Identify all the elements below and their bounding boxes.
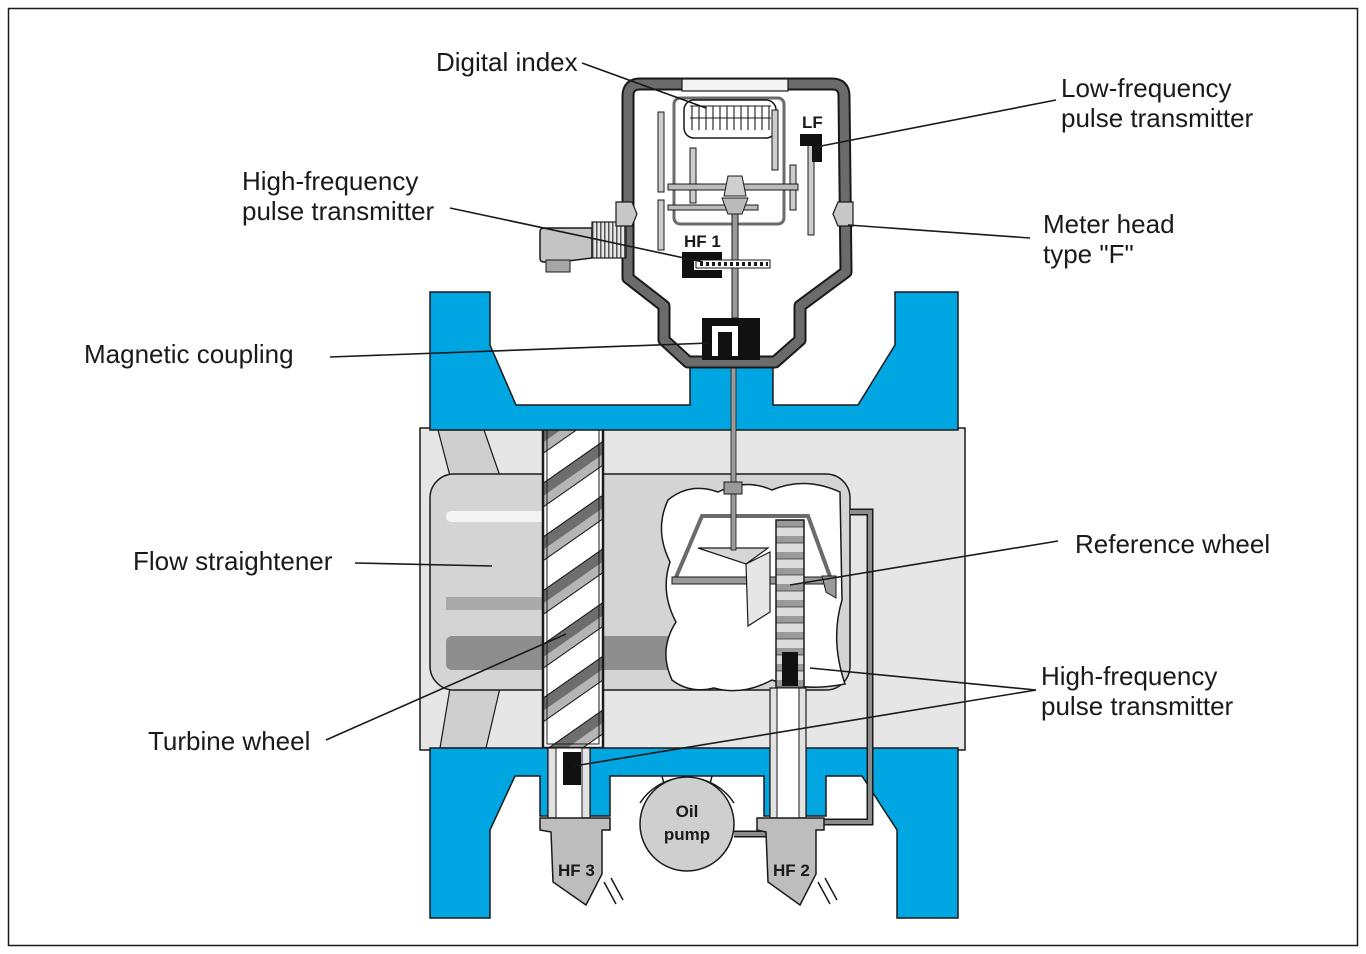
tag-hf3: HF 3 [558, 861, 595, 880]
hf3-cable-icon [603, 877, 624, 905]
tag-lf: LF [802, 113, 823, 132]
hf1-connector-foot [545, 259, 571, 273]
counter-drums [690, 105, 771, 130]
label-lf-transmitter-line1: Low-frequency [1061, 73, 1232, 103]
magnetic-coupling-core [718, 332, 732, 356]
lower-flange-right [805, 747, 959, 919]
label-digital-index: Digital index [436, 47, 578, 77]
straightener-highlight [446, 511, 546, 522]
meter-head-wall [623, 79, 851, 367]
label-magnetic-coupling: Magnetic coupling [84, 339, 294, 369]
hf3-sensor-head [563, 752, 581, 785]
label-hf-transmitter-body-line2: pulse transmitter [1041, 691, 1234, 721]
leader-meter-head [847, 224, 1031, 239]
gear-wheel-left-lower [657, 199, 665, 251]
drive-shaft [730, 359, 737, 551]
head-bevel-gear [721, 197, 749, 215]
label-lf-transmitter-line2: pulse transmitter [1061, 103, 1254, 133]
tag-oil-pump-line2: pump [664, 825, 710, 844]
head-bevel-gear-top [723, 175, 747, 197]
head-bolt-left [615, 201, 638, 227]
hf1-connector-body [539, 227, 593, 263]
leader-hf3-transmitter [573, 689, 1037, 767]
upper-flange [429, 291, 959, 431]
gear-wheel-left-upper [657, 111, 665, 193]
gear-shaft-lower [667, 204, 759, 211]
leader-hf2-transmitter [809, 667, 1037, 691]
label-turbine-wheel: Turbine wheel [148, 726, 310, 756]
hf3-connector [539, 817, 611, 907]
head-bolt-right [832, 201, 854, 227]
hf2-cable-icon [817, 877, 838, 905]
straightener-channel [446, 597, 546, 610]
label-hf-transmitter-body-line1: High-frequency [1041, 661, 1217, 691]
label-hf-transmitter-head-line1: High-frequency [242, 166, 418, 196]
lf-sensor [800, 134, 822, 162]
hf1-sensor [682, 252, 722, 278]
gear-wheel-inner-left [689, 147, 697, 204]
gear-wheel-inner-right [771, 109, 779, 171]
label-meter-head-line2: type "F" [1043, 239, 1134, 269]
bevel-gear-side [745, 551, 771, 628]
meter-head-window [681, 78, 789, 92]
hf2-connector [756, 817, 825, 907]
axle-end-cap [821, 575, 837, 599]
oil-pump [639, 776, 735, 872]
gear-frame [672, 514, 834, 583]
leader-reference-wheel [789, 540, 1059, 586]
label-meter-head-line1: Meter head [1043, 209, 1175, 239]
tag-oil-pump-line1: Oil [676, 802, 699, 821]
leader-digital-index [581, 62, 707, 109]
leader-lf-transmitter [815, 99, 1057, 148]
leader-magnetic-coupling [329, 342, 711, 358]
leader-flow-straightener [354, 562, 493, 567]
oil-line-core [734, 510, 872, 836]
hf2-sensor-head [782, 652, 798, 686]
mechanism-frame [672, 96, 786, 226]
leader-hf-transmitter-head [449, 207, 704, 263]
label-hf-transmitter-head-line2: pulse transmitter [242, 196, 435, 226]
tag-hf2: HF 2 [773, 861, 810, 880]
shaft-cap [723, 481, 743, 495]
tag-hf1: HF 1 [684, 232, 721, 251]
label-flow-straightener: Flow straightener [133, 546, 333, 576]
label-reference-wheel: Reference wheel [1075, 529, 1270, 559]
hf2-stem-bore [776, 687, 800, 819]
leader-turbine-wheel [325, 633, 567, 741]
turbine-wheel [541, 420, 605, 750]
